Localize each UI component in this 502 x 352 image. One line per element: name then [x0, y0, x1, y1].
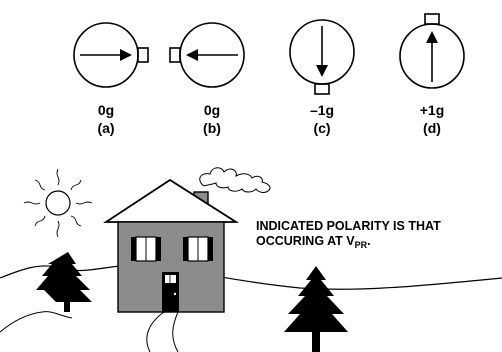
polarity-note-line1: INDICATED POLARITY IS THAT	[256, 219, 441, 233]
orientation-a-label: (a)	[97, 120, 114, 136]
window-left	[131, 236, 161, 262]
pin-a	[137, 47, 149, 63]
orientation-d: +1g (d)	[399, 13, 465, 136]
orientation-c: –1g (c)	[289, 19, 355, 136]
arrow-down-icon	[316, 65, 328, 77]
arrow-up-icon	[426, 31, 438, 43]
walkway	[146, 311, 179, 352]
orientation-a-value: 0g	[98, 102, 114, 118]
roof	[102, 178, 240, 223]
pin-c	[314, 83, 330, 95]
pin-d	[424, 13, 440, 25]
orientation-d-label: (d)	[423, 120, 441, 136]
smoke-icon	[199, 167, 271, 193]
orientation-b-label: (b)	[203, 120, 221, 136]
orientation-a: 0g (a)	[73, 22, 149, 136]
house-icon	[102, 178, 240, 313]
tree-right-icon	[284, 266, 348, 352]
orientation-d-value: +1g	[420, 102, 445, 118]
door	[162, 272, 179, 312]
orientation-b-value: 0g	[204, 102, 220, 118]
orientation-c-label: (c)	[313, 120, 330, 136]
polarity-note-line2: OCCURING AT VPR.	[256, 234, 371, 250]
arrow-right-icon	[120, 49, 132, 61]
sun-icon	[23, 168, 93, 238]
tree-left-icon	[36, 252, 92, 312]
pin-b	[169, 47, 181, 63]
arrow-left-icon	[186, 49, 198, 61]
orientation-b: 0g (b)	[169, 22, 245, 136]
ground-detail-left	[0, 311, 73, 333]
orientation-c-value: –1g	[310, 102, 334, 118]
window-right	[183, 236, 213, 262]
